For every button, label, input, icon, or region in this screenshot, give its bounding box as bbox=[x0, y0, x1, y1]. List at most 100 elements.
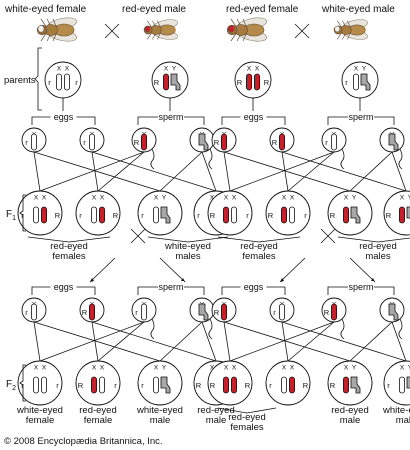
cross_a-f1-female-brace bbox=[27, 236, 111, 243]
cross_a-f2-cell-chrom-letter: X bbox=[100, 365, 105, 372]
cross_a-parent-male-cell-chrom-letter: Y bbox=[172, 66, 177, 73]
cross_b-parent-female-cell-allele-right: R bbox=[264, 78, 270, 87]
cross_b-eggs-top-label-bg bbox=[240, 111, 267, 122]
cross_a-f1-cell-chrom-letter: X bbox=[34, 195, 39, 202]
cross_a-egg-allele-left: r bbox=[83, 138, 86, 147]
cross_a-parent-female-cell-x-recessive bbox=[56, 73, 63, 91]
cross_a-f1-cell-allele-left: r bbox=[141, 211, 144, 220]
cross_a-f1-male-brace bbox=[147, 236, 229, 243]
cross_a-sperm: Y bbox=[189, 127, 215, 170]
cross_a-f1-cell-x-dominant bbox=[41, 206, 48, 224]
cross_b-f2-cell-chrom-letter: Y bbox=[408, 365, 410, 372]
cross_b-parent-female-cell-allele-left: R bbox=[237, 78, 243, 87]
cross_b-f2-cell-allele-right: R bbox=[303, 381, 309, 390]
cross_b-f2-cell-x-dominant bbox=[288, 376, 295, 394]
cross_a-f1-arrow bbox=[159, 257, 186, 283]
cross_a-f2-line bbox=[91, 321, 217, 362]
cross_b-sperm-tail bbox=[340, 148, 345, 170]
cross_a-f2-cell-chrom-letter: X bbox=[92, 365, 97, 372]
cross_a-egg-x-recessive bbox=[89, 133, 96, 151]
cross_a-f1-arrow bbox=[89, 257, 116, 283]
cross_a-egg2-x-dominant bbox=[89, 303, 96, 321]
cross_b-f2-cell-x-recessive bbox=[280, 376, 287, 394]
cross_a-sperm2-tail bbox=[208, 318, 213, 340]
cross_b-f1-male-brace bbox=[337, 236, 410, 243]
cross_a-parent-female-fly bbox=[36, 17, 78, 42]
cross_b-sperm: Xr bbox=[321, 127, 347, 170]
cross_a-parent-male-cell-y-chromosome bbox=[170, 73, 181, 91]
cross_b-f1-line bbox=[281, 151, 289, 192]
row-label-f1-subscript: 1 bbox=[12, 215, 16, 222]
cross_b-f2-cell-membrane bbox=[207, 360, 253, 406]
cross_a-parent-female-cell-allele-right: r bbox=[75, 78, 78, 87]
cross_b-f1-line bbox=[391, 151, 407, 192]
row-label-f2: F2 bbox=[6, 379, 16, 392]
cross_b-sperm-x-recessive bbox=[330, 133, 337, 151]
cross_b-f2-line bbox=[229, 321, 335, 362]
cross_b-parent-male-cell-y-chromosome bbox=[360, 73, 371, 91]
cross_b-f1-cell-membrane bbox=[383, 190, 410, 236]
cross_b-f2-cell-x-dominant bbox=[342, 376, 349, 394]
cross_b-f1-cell: XYR bbox=[383, 190, 410, 236]
cross_a-f1-cell-chrom-letter: X bbox=[100, 195, 105, 202]
cross_b-sperm-bottom-label-bg bbox=[348, 281, 374, 292]
cross_b-sperm-top-label: sperm bbox=[348, 112, 373, 122]
cross_a-f1-cell-chrom-letter: Y bbox=[162, 195, 167, 202]
cross_b-parent-male-cell-x-recessive bbox=[352, 73, 359, 91]
cross_a-sperm-y-chromosome bbox=[198, 133, 209, 151]
cross_a-sperm2-x-recessive bbox=[140, 303, 147, 321]
cross_b-sperm2: Y bbox=[379, 297, 405, 340]
cross_a-eggs-bottom-label-bg bbox=[50, 281, 77, 292]
cross_b-f2-cell-allele-left: R bbox=[330, 381, 336, 390]
cross_b-f2-cell-membrane bbox=[327, 360, 373, 406]
cross_b-f2-line bbox=[349, 321, 393, 362]
cross_b-egg-x-dominant bbox=[278, 133, 285, 151]
cross_b-f2-line bbox=[391, 321, 407, 362]
cross_b-parent-female-cell-x-dominant bbox=[245, 73, 252, 91]
cross_a-f2-cell-x-recessive bbox=[99, 376, 106, 394]
cross_a-sperm-bottom-label: sperm bbox=[158, 282, 183, 292]
cross_a-f2-line bbox=[201, 321, 217, 362]
cross_b-f2-cell-allele-left: R bbox=[210, 381, 216, 390]
cross_a-f2-line bbox=[39, 321, 145, 362]
cross_b-sperm-top-label-bg bbox=[348, 111, 374, 122]
cross_b-egg2: XR bbox=[211, 297, 237, 323]
cross_a-f2-cell-membrane bbox=[75, 360, 121, 406]
cross_a-parent-female-cell-allele-left: r bbox=[48, 78, 51, 87]
cross_a-f1-line bbox=[91, 151, 217, 192]
cross_b-sperm-allele-left: r bbox=[325, 138, 328, 147]
cross_a-f2-line bbox=[91, 321, 99, 362]
cross_a-cross-symbol bbox=[104, 23, 120, 39]
cross_b-f1-line bbox=[349, 151, 393, 192]
cross_b-f1-cell-x-dominant bbox=[342, 206, 349, 224]
cross_a-egg-allele-left: r bbox=[25, 138, 28, 147]
cross_a-sperm-allele-left: R bbox=[134, 138, 140, 147]
cross_b-f2-cell-allele-right: R bbox=[245, 381, 251, 390]
cross_a-f2-cell-x-recessive bbox=[41, 376, 48, 394]
cross_b-f1-cell-allele-left: R bbox=[210, 211, 216, 220]
cross_b-egg-allele-left: R bbox=[272, 138, 278, 147]
cross_a-f1-cell-membrane bbox=[75, 190, 121, 236]
cross_a-egg2-allele-left: r bbox=[25, 308, 28, 317]
parent-female-label-b: red-eyed female bbox=[226, 4, 299, 15]
cross_a-f1-cell-x-recessive bbox=[152, 206, 159, 224]
cross_b-f1-line bbox=[223, 151, 231, 192]
cross_a-f1-line bbox=[97, 151, 145, 192]
cross_b-f2-line bbox=[281, 321, 289, 362]
cross_b-f1-cell-x-dominant bbox=[280, 206, 287, 224]
